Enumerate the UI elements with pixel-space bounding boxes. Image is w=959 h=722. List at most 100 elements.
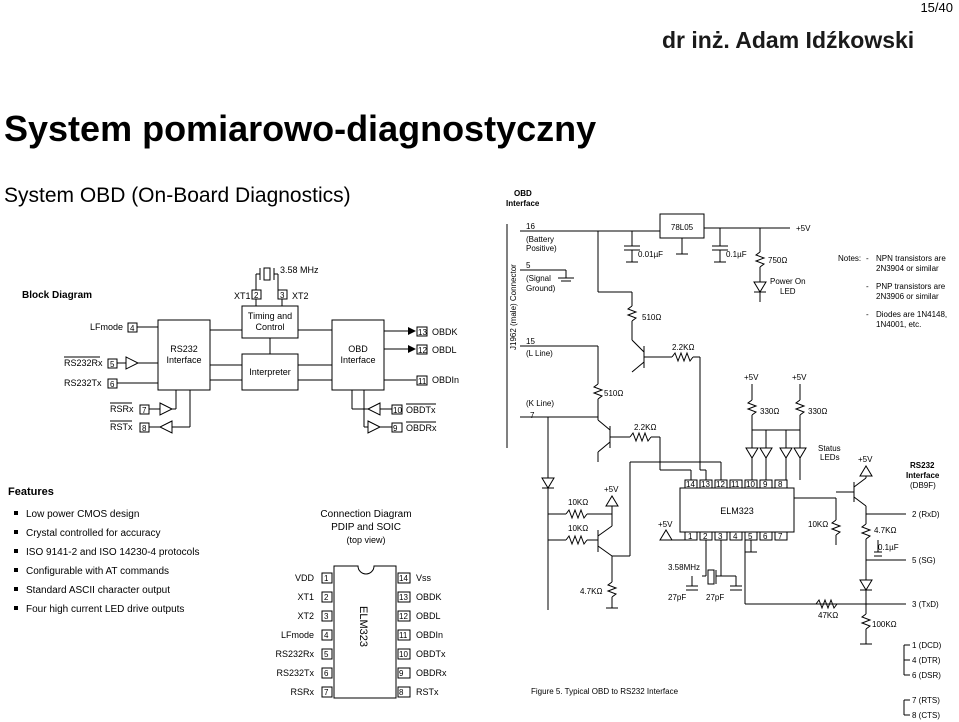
pin-number: 5 — [324, 650, 329, 659]
block-diagram-title: Block Diagram — [22, 290, 92, 301]
pin-label: RSTx — [416, 687, 439, 697]
chip-pin: 13 — [701, 480, 710, 489]
cap-001uf-label: 0.01µF — [638, 250, 663, 259]
pin-number: 7 — [324, 688, 329, 697]
feature-item: Standard ASCII character output — [26, 585, 170, 596]
pin-8: 8 — [142, 424, 147, 433]
feature-item: Four high current LED drive outputs — [26, 604, 184, 615]
connection-title-3: (top view) — [346, 535, 385, 545]
slide-subtitle: System OBD (On-Board Diagnostics) — [4, 184, 351, 207]
crystal-symbol — [263, 267, 271, 281]
svg-text:-: - — [866, 254, 869, 263]
status-label-1: Status — [818, 444, 841, 453]
connector-label: J1962 (male) Connector — [509, 264, 518, 350]
chip-pin: 1 — [688, 532, 693, 541]
connection-title-1: Connection Diagram — [320, 509, 411, 520]
regulator-label: 78L05 — [671, 223, 694, 232]
plus5v-label: +5V — [658, 520, 673, 529]
chip-pin: 12 — [716, 480, 725, 489]
battery-label-2: Positive) — [526, 244, 557, 253]
pin-xt1: 2 — [254, 291, 259, 300]
obd-label-1: OBD — [348, 344, 368, 354]
note-line: 2N3904 or similar — [876, 264, 939, 273]
left-pin-row: VDD 1 XT1 2 XT2 3 LFmode 4 RS232Rx 5 RS2… — [275, 572, 333, 698]
pin-label: Vss — [416, 573, 432, 583]
pin-number: 2 — [324, 593, 329, 602]
pin-label: OBDRx — [416, 668, 447, 678]
pin-label: OBDIn — [416, 630, 443, 640]
note-line: Diodes are 1N4148, — [876, 310, 947, 319]
pin-label: OBDTx — [416, 649, 446, 659]
db9-pin: 3 (TxD) — [912, 600, 939, 609]
pin-number: 1 — [324, 574, 329, 583]
obd-interface-block — [331, 319, 385, 391]
db9-pin: 5 (SG) — [912, 556, 936, 565]
status-led-icon — [779, 447, 793, 459]
r750-label: 750Ω — [768, 256, 787, 265]
pin-number: 8 — [399, 688, 404, 697]
pin-label: XT2 — [297, 611, 314, 621]
pin-number: 3 — [324, 612, 329, 621]
pin-4: 4 — [130, 324, 135, 333]
slide-title: System pomiarowo-diagnostyczny — [4, 108, 597, 149]
timing-label-1: Timing and — [248, 311, 292, 321]
chip-package — [333, 565, 397, 699]
feature-item: Configurable with AT commands — [26, 566, 169, 577]
r47ka-label: 4.7KΩ — [580, 587, 602, 596]
cap-01uf-label: 0.1µF — [726, 250, 747, 259]
r47kb-label: 4.7KΩ — [874, 526, 896, 535]
pin-xt2: 3 — [280, 291, 285, 300]
r10kb-label: 10KΩ — [568, 524, 588, 533]
pin-number: 12 — [399, 612, 408, 621]
obdl-label: OBDL — [432, 345, 457, 355]
feature-item: Low power CMOS design — [26, 509, 139, 520]
chip-pin: 2 — [703, 532, 708, 541]
rs232-title-1: RS232 — [910, 461, 935, 470]
status-led-icon — [793, 447, 807, 459]
plus5v-label: +5V — [744, 373, 759, 382]
feature-item: Crystal controlled for accuracy — [26, 528, 161, 539]
pin-label: RS232Rx — [275, 649, 314, 659]
db9-pin: 2 (RxD) — [912, 510, 940, 519]
right-pin-row: 14 Vss 13 OBDK 12 OBDL 11 OBDIn 10 OBDTx… — [397, 572, 447, 698]
chip-pin: 8 — [778, 480, 783, 489]
chip-pin: 6 — [763, 532, 768, 541]
l-line-label: (L Line) — [526, 349, 553, 358]
crystal-freq-label: 3.58MHz — [668, 563, 700, 572]
signal-label-2: Ground) — [526, 284, 556, 293]
elm323-label: ELM323 — [720, 506, 754, 516]
status-led-icon — [745, 447, 759, 459]
note-line: 2N3906 or similar — [876, 292, 939, 301]
obdrx-label: OBDRx — [406, 423, 437, 433]
chip-pin: 14 — [686, 480, 695, 489]
r100k-label: 100KΩ — [872, 620, 897, 629]
pin-12: 12 — [418, 346, 427, 355]
obdk-label: OBDK — [432, 327, 458, 337]
plus5v-label: +5V — [604, 485, 619, 494]
r330b-label: 330Ω — [808, 407, 827, 416]
timing-label-2: Control — [255, 322, 284, 332]
c27b-label: 27pF — [706, 593, 724, 602]
r510b-label: 510Ω — [604, 389, 623, 398]
db9-pin: 6 (DSR) — [912, 671, 941, 680]
pin-number: 14 — [399, 574, 408, 583]
pin-label: XT1 — [297, 592, 314, 602]
pin-label: OBDK — [416, 592, 442, 602]
pin-6: 6 — [110, 380, 115, 389]
pin-number: 13 — [399, 593, 408, 602]
status-led-icon — [759, 447, 773, 459]
c01-label: 0.1µF — [878, 543, 899, 552]
page-number: 15/40 — [920, 0, 953, 15]
pin7-label: 7 — [530, 411, 535, 420]
plus5v-label: +5V — [792, 373, 807, 382]
power-led-label-1: Power On — [770, 277, 806, 286]
rs232-label-2: Interface — [166, 355, 201, 365]
pin-label: RS232Tx — [276, 668, 314, 678]
r10kc-label: 10KΩ — [808, 520, 828, 529]
obd-label-2: Interface — [340, 355, 375, 365]
pin-number: 9 — [399, 669, 404, 678]
